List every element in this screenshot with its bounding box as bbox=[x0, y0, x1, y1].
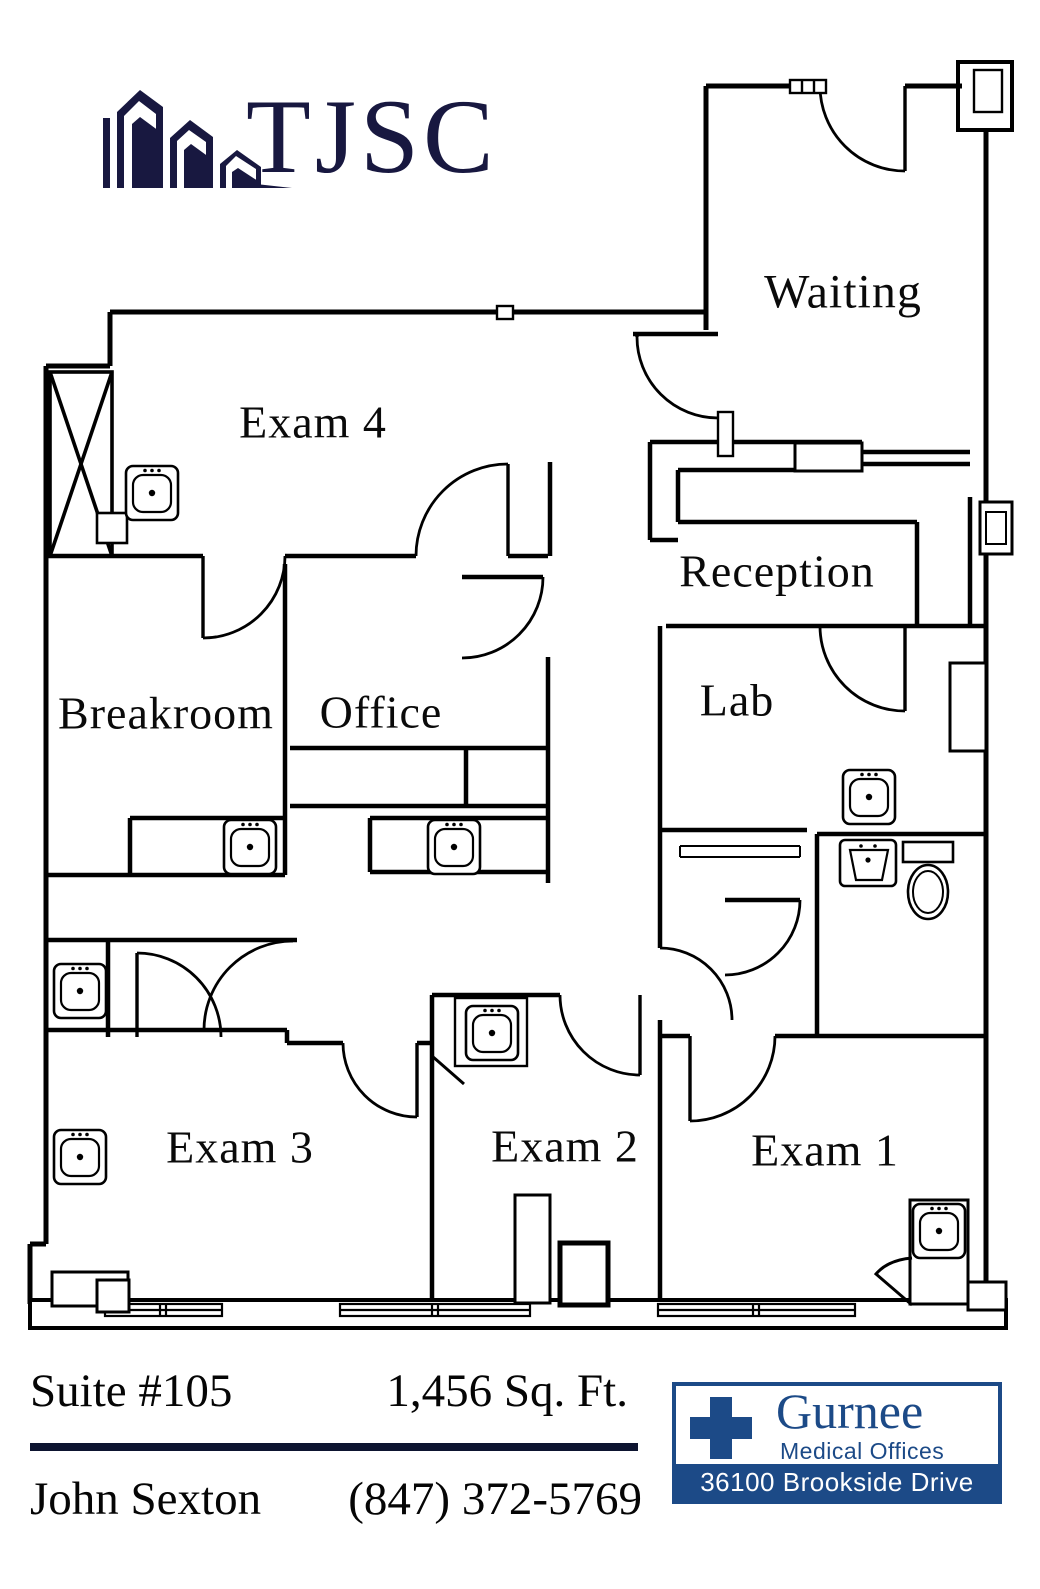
room-label-office: Office bbox=[319, 686, 443, 738]
brand-logo-text: TJSC bbox=[246, 78, 498, 195]
entry-vestibule bbox=[956, 60, 1014, 132]
badge-building-name: Gurnee bbox=[776, 1383, 924, 1439]
sink-icon bbox=[124, 464, 180, 522]
badge-top: Gurnee Medical Offices bbox=[676, 1383, 998, 1468]
reception-counter-box bbox=[793, 441, 864, 473]
sink-icon bbox=[426, 818, 482, 876]
fold-doors bbox=[431, 1054, 913, 1307]
window-glazing bbox=[103, 1302, 857, 1318]
room-label-lab: Lab bbox=[699, 674, 775, 726]
door-jambs bbox=[495, 78, 828, 458]
room-label-reception: Reception bbox=[679, 545, 875, 597]
room-label-exam-1: Exam 1 bbox=[751, 1124, 899, 1176]
medical-cross-icon bbox=[690, 1397, 752, 1459]
contact-phone: (847) 372-5769 bbox=[348, 1473, 642, 1525]
door-swing-arcs bbox=[136, 85, 906, 1123]
suite-number: Suite #105 bbox=[30, 1365, 233, 1417]
toilet-icon bbox=[901, 840, 955, 921]
suite-area: 1,456 Sq. Ft. bbox=[386, 1365, 628, 1417]
sink-icon bbox=[52, 962, 108, 1020]
building-badge: Gurnee Medical Offices 36100 Brookside D… bbox=[672, 1382, 1002, 1504]
badge-address: 36100 Brookside Drive bbox=[700, 1466, 974, 1497]
door-leaves bbox=[135, 86, 907, 1121]
room-label-waiting: Waiting bbox=[764, 265, 922, 319]
shaft-cross-box bbox=[48, 370, 129, 558]
footer-divider bbox=[30, 1443, 638, 1451]
outer-walls bbox=[27, 83, 989, 1304]
interior-walls bbox=[46, 331, 986, 1300]
sink-icon bbox=[222, 818, 278, 876]
room-label-breakroom: Breakroom bbox=[58, 687, 274, 739]
sink-icon bbox=[911, 1202, 967, 1260]
sink-icon bbox=[841, 768, 897, 826]
lab-cabinet bbox=[948, 661, 988, 753]
basin-icon bbox=[838, 838, 898, 888]
tjsc-logo-icon bbox=[103, 90, 292, 188]
badge-building-subtitle: Medical Offices bbox=[780, 1438, 945, 1464]
suite-info: Suite #105 1,456 Sq. Ft. bbox=[30, 1364, 642, 1426]
lab-shelf bbox=[679, 845, 801, 858]
room-label-exam-4: Exam 4 bbox=[239, 396, 387, 448]
room-label-exam-3: Exam 3 bbox=[166, 1121, 314, 1173]
sink-icon bbox=[464, 1004, 520, 1062]
room-label-exam-2: Exam 2 bbox=[491, 1120, 639, 1172]
badge-address-bar: 36100 Brookside Drive bbox=[676, 1464, 998, 1500]
right-wall-window bbox=[978, 500, 1014, 556]
sink-icon bbox=[52, 1128, 108, 1186]
contact-name: John Sexton bbox=[30, 1473, 262, 1525]
